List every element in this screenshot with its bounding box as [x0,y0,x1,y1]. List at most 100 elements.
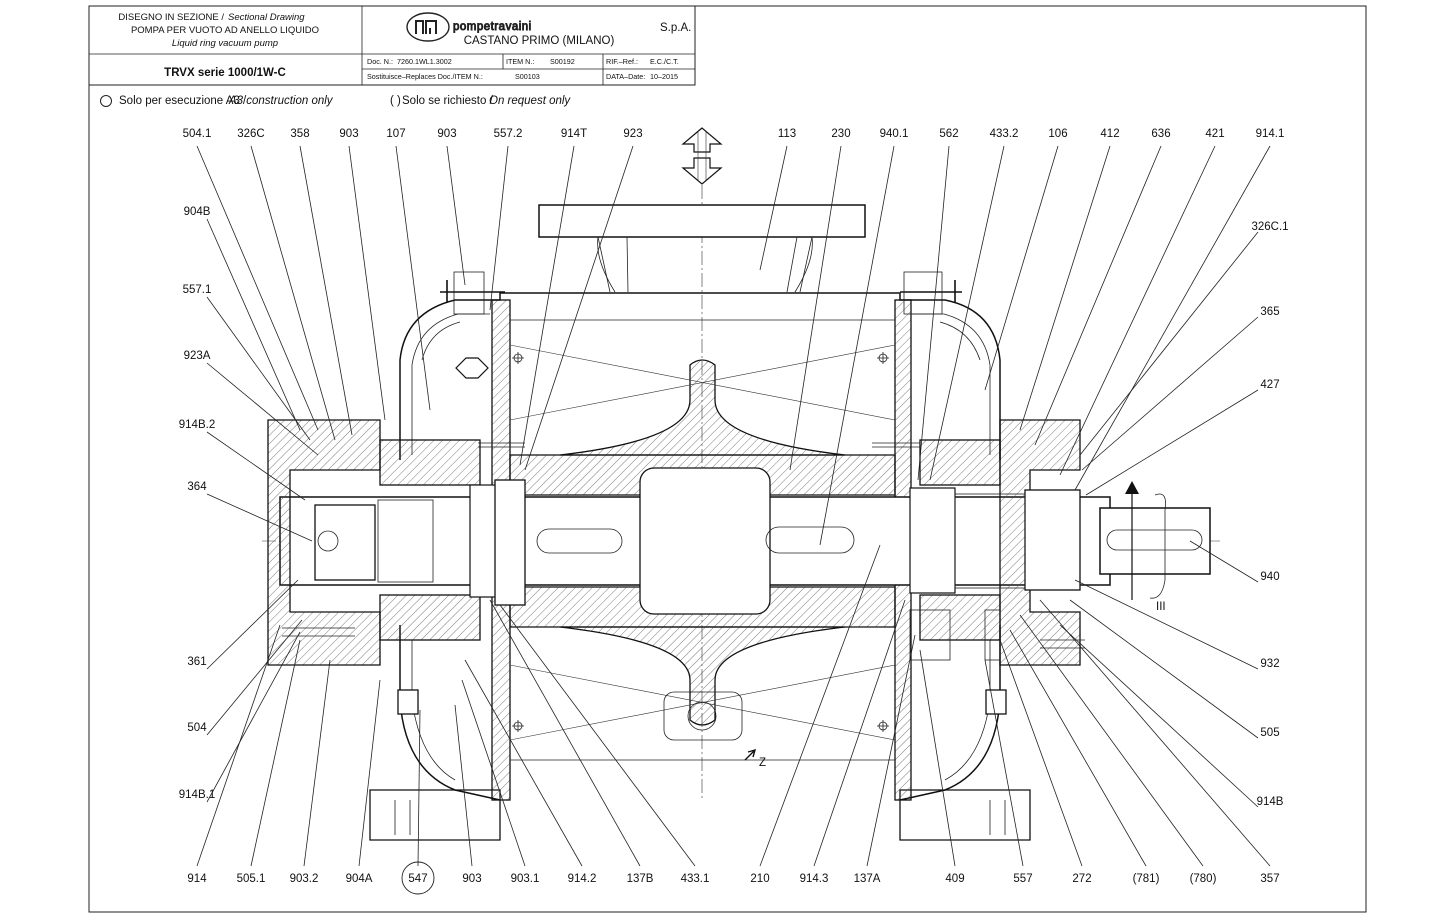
leader-line [303,659,331,867]
brand-name: pompetravaini [453,21,532,33]
subtitle-it: POMPA PER VUOTO AD ANELLO LIQUIDO [131,25,319,36]
leader-line [299,145,353,436]
leader-line [206,296,311,441]
impeller-blade-bottom [559,626,846,726]
part-label-113: 113 [778,128,796,140]
item-value: S00192 [550,57,575,66]
leader-line [454,704,473,867]
part-label-914T: 914T [561,128,587,140]
part-label-137A: 137A [854,873,881,885]
rotation-arrow-icon [1125,481,1166,600]
discharge-flange [538,204,866,238]
leader-line [446,145,466,286]
pump-section: III Z [262,127,1220,841]
leader-line [206,431,306,501]
date-label: DATA–Date: [606,72,645,81]
base-foot-left [369,789,501,841]
ref-value: E.C./C.T. [650,57,679,66]
leader-line [1074,145,1271,491]
part-label-562: 562 [939,128,958,140]
casing-outline [399,292,1001,460]
leader-line [984,659,1024,867]
part-label-272: 272 [1072,873,1091,885]
part-label-421: 421 [1205,128,1224,140]
brand-logo-icon [406,12,450,42]
leader-line [1081,316,1259,471]
leader-line [348,145,386,421]
keyway [536,528,623,554]
leader-line [206,362,319,456]
leader-line [206,619,303,736]
bearing-housing-right [999,419,1081,666]
leader-line [499,604,696,867]
part-label-358: 358 [290,128,309,140]
leader-line [461,679,526,867]
leader-line [250,145,336,441]
impeller-boss [639,467,771,615]
part-label-914-1: 914.1 [1256,128,1285,140]
replaces-value: S00103 [515,72,540,81]
title-it: DISEGNO IN SEZIONE / [118,12,224,23]
part-label-940: 940 [1260,571,1279,583]
base-foot-right [899,789,1031,841]
note-a3-en: A3 construction only [228,95,334,107]
leader-line [917,145,950,481]
leader-line [464,659,583,867]
part-label-326C-1: 326C.1 [1251,221,1288,233]
part-label-914B: 914B [1257,796,1284,808]
leader-line [1074,579,1259,670]
leader-line [206,579,299,670]
leader-line [196,145,319,431]
item-label: ITEM N.: [506,57,534,66]
part-label-547: 547 [408,873,427,885]
leader-lines [196,145,1271,867]
part-label-923A: 923A [184,350,211,362]
part-label-904A: 904A [346,873,373,885]
ref-label: RIF.–Ref.: [606,57,638,66]
part-label-505-1: 505.1 [237,873,266,885]
bearing-housing-left [267,419,381,666]
leader-line [1019,614,1204,867]
leader-line [1059,624,1259,808]
leader-line [196,624,281,867]
part-label-504: 504 [187,722,207,734]
leader-line [1189,540,1259,583]
rotation-mark: III [1156,601,1166,613]
leader-line [489,599,641,867]
part-label-914B-2: 914B.2 [179,419,215,431]
leader-line [250,639,301,867]
doc-no-value: 7260.1WL1.3002 [397,57,452,66]
leader-line [519,145,575,466]
leader-line [819,145,895,546]
part-label-107: 107 [386,128,405,140]
z-view-arrow-icon [744,748,757,761]
part-label-557-2: 557.2 [494,128,523,140]
part-label-903: 903 [339,128,358,140]
cross-marks [512,352,889,732]
part-label-914: 914 [187,873,207,885]
leader-line [866,634,916,867]
z-view-label: Z [759,757,766,769]
part-label-557: 557 [1013,873,1032,885]
leader-line [759,544,881,867]
part-label-505: 505 [1260,727,1279,739]
note-request-mark: ( ) [390,95,401,107]
brand-suffix: S.p.A. [660,22,691,34]
part-label-504-1: 504.1 [183,128,212,140]
replaces-label: Sostituisce–Replaces Doc./ITEM N.: [367,72,483,81]
bearing-right [1024,489,1081,591]
part-label-361: 361 [187,656,206,668]
shaft-end [1099,507,1211,575]
note-a3-it: Solo per esecuzione A3 / [119,95,247,107]
note-request-it: Solo se richiesto / [402,95,494,107]
leader-line [417,709,421,867]
impeller-blade-top [559,359,846,456]
leader-line [1019,145,1111,431]
flow-direction-arrows-icon [681,127,723,185]
leader-line [1034,145,1162,446]
part-label-433-1: 433.1 [681,873,710,885]
part-label--780-: (780) [1190,873,1217,885]
part-label-940-1: 940.1 [880,128,909,140]
